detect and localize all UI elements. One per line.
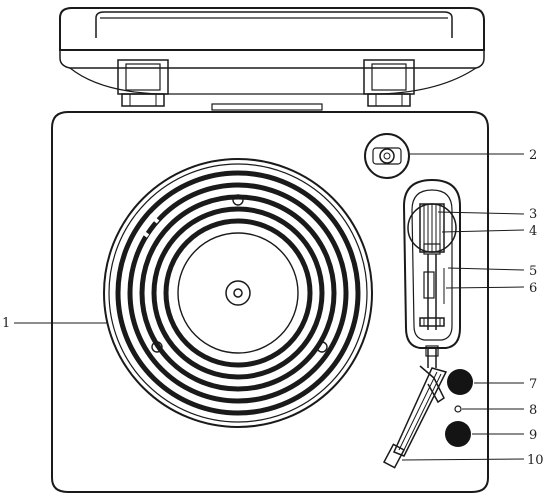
record-adapter (364, 133, 410, 179)
callout-5-label: 5 (529, 264, 537, 279)
tonearm-headshell (382, 365, 448, 469)
callout-8-label: 8 (529, 403, 537, 418)
callout-10-label: 10 (527, 453, 544, 468)
callout-6-label: 6 (529, 281, 537, 296)
callout-2-label: 2 (529, 148, 537, 163)
control-knob-bottom (445, 421, 471, 447)
leader-lines (14, 153, 525, 461)
turntable-base (51, 111, 489, 493)
dust-cover (59, 7, 485, 95)
platter (103, 158, 373, 428)
callout-7-label: 7 (529, 377, 537, 392)
callout-3-label: 3 (529, 207, 537, 222)
indicator-light (454, 405, 462, 413)
callout-1-label: 1 (2, 316, 10, 331)
control-knob-top (447, 369, 473, 395)
spindle (225, 280, 251, 306)
callout-labels: 1 2 3 4 5 6 7 8 9 10 (2, 148, 544, 468)
tonearm-assembly (402, 178, 461, 368)
hinge-right (363, 59, 415, 107)
lid-latch (211, 103, 323, 111)
callout-9-label: 9 (529, 428, 537, 443)
hinge-left (117, 59, 169, 107)
callout-4-label: 4 (529, 224, 537, 239)
